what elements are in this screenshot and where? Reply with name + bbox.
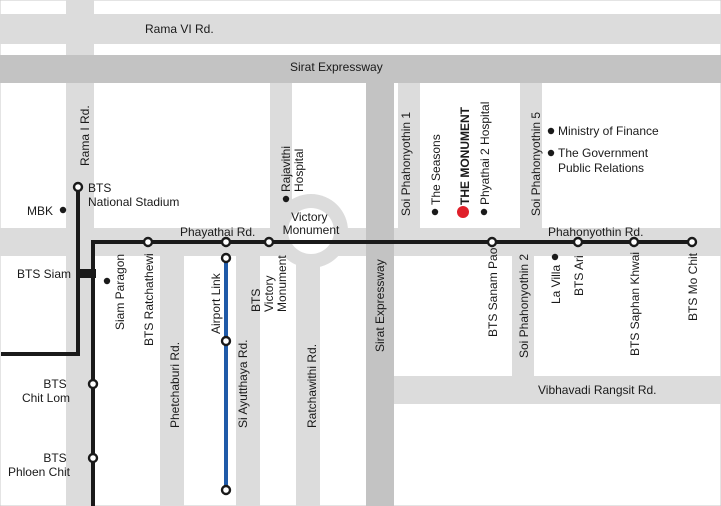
station-mo-chit[interactable] (686, 236, 698, 248)
road-sirat-h-label: Sirat Expressway (290, 60, 383, 74)
station-ratchathewi-label: BTS Ratchathewi (142, 253, 156, 346)
siam-paragon-label: Siam Paragon (113, 254, 127, 330)
government-pr-marker[interactable] (547, 149, 555, 157)
government-pr-label: The Government Public Relations (558, 146, 651, 175)
the-monument-label: THE MONUMENT (458, 106, 472, 205)
station-saphan-khwai[interactable] (628, 236, 640, 248)
station-saphan-khwai-label: BTS Saphan Khwai (628, 252, 642, 356)
road-ratchawithi-band (296, 256, 320, 506)
road-si-ayutthaya-label: Si Ayutthaya Rd. (236, 340, 250, 429)
ministry-of-finance-label: Ministry of Finance (558, 124, 659, 138)
rajavithi-hospital-marker[interactable] (282, 195, 290, 203)
road-phayathai-label: Phayathai Rd. (180, 225, 255, 239)
road-rajavithi-band (270, 82, 292, 228)
phyathai-2-hospital-marker[interactable] (480, 208, 488, 216)
the-seasons-marker[interactable] (431, 208, 439, 216)
road-soi5-band (520, 82, 542, 228)
rajavithi-hospital-label: Rajavithi Hospital (279, 143, 306, 192)
road-si-ayutthaya-band (236, 256, 260, 506)
road-phetchaburi-label: Phetchaburi Rd. (168, 342, 182, 428)
mbk-marker[interactable] (59, 206, 67, 214)
station-chit-lom-label: BTS Chit Lom (22, 377, 70, 405)
airport-link-stop-2[interactable] (220, 335, 232, 347)
road-rama-vi-label: Rama VI Rd. (145, 22, 214, 36)
airport-link-stop-1[interactable] (220, 252, 232, 264)
the-seasons-label: The Seasons (429, 134, 443, 205)
la-villa-marker[interactable] (551, 253, 559, 261)
station-national-stadium[interactable] (72, 181, 84, 193)
station-victory-monument-label: BTS Victory Monument (249, 255, 289, 312)
station-phloen-chit[interactable] (87, 452, 99, 464)
victory-monument-label: Victory Monument (283, 210, 340, 237)
bts-siam-interchange (76, 269, 96, 278)
station-siam-label: BTS Siam (17, 267, 71, 281)
la-villa-label: La Villa (549, 265, 563, 304)
station-victory-monument[interactable] (263, 236, 275, 248)
road-sirat-expressway-h (0, 55, 721, 83)
road-phetchaburi-band (160, 256, 184, 506)
ministry-of-finance-marker[interactable] (547, 127, 555, 135)
phyathai-2-hospital-label: Phyathai 2 Hospital (478, 102, 492, 205)
road-phahonyothin-label: Phahonyothin Rd. (548, 225, 643, 239)
road-sirat-expressway-v (366, 55, 394, 506)
road-soi2-band (512, 256, 534, 376)
siam-paragon-marker[interactable] (103, 277, 111, 285)
station-sanam-pao[interactable] (486, 236, 498, 248)
station-ari[interactable] (572, 236, 584, 248)
airport-link-stop-3[interactable] (220, 484, 232, 496)
station-chit-lom[interactable] (87, 378, 99, 390)
station-national-stadium-label: BTS National Stadium (88, 181, 179, 209)
road-rama-i-label: Rama I Rd. (78, 105, 92, 166)
road-soi5-label: Soi Phahonyothin 5 (529, 112, 543, 216)
road-soi1-band (398, 82, 420, 228)
station-sanam-pao-label: BTS Sanam Pao (486, 247, 500, 337)
road-vibhavadi-band (375, 376, 721, 404)
station-phloen-chit-label: BTS Phloen Chit (8, 451, 71, 479)
road-vibhavadi-label: Vibhavadi Rangsit Rd. (538, 383, 657, 397)
road-sirat-v-label: Sirat Expressway (373, 259, 387, 352)
mbk-label: MBK (27, 204, 53, 218)
station-ratchathewi[interactable] (142, 236, 154, 248)
station-mo-chit-label: BTS Mo Chit (686, 252, 700, 321)
airport-link-label: Airport Link (209, 272, 223, 334)
road-rama-vi (0, 14, 721, 44)
road-soi1-label: Soi Phahonyothin 1 (399, 112, 413, 216)
road-soi2-label: Soi Phahonyothin 2 (517, 254, 531, 358)
the-monument-marker[interactable] (457, 206, 469, 218)
station-phayathai[interactable] (220, 236, 232, 248)
station-ari-label: BTS Ari (572, 255, 586, 296)
road-ratchawithi-label: Ratchawithi Rd. (305, 344, 319, 428)
